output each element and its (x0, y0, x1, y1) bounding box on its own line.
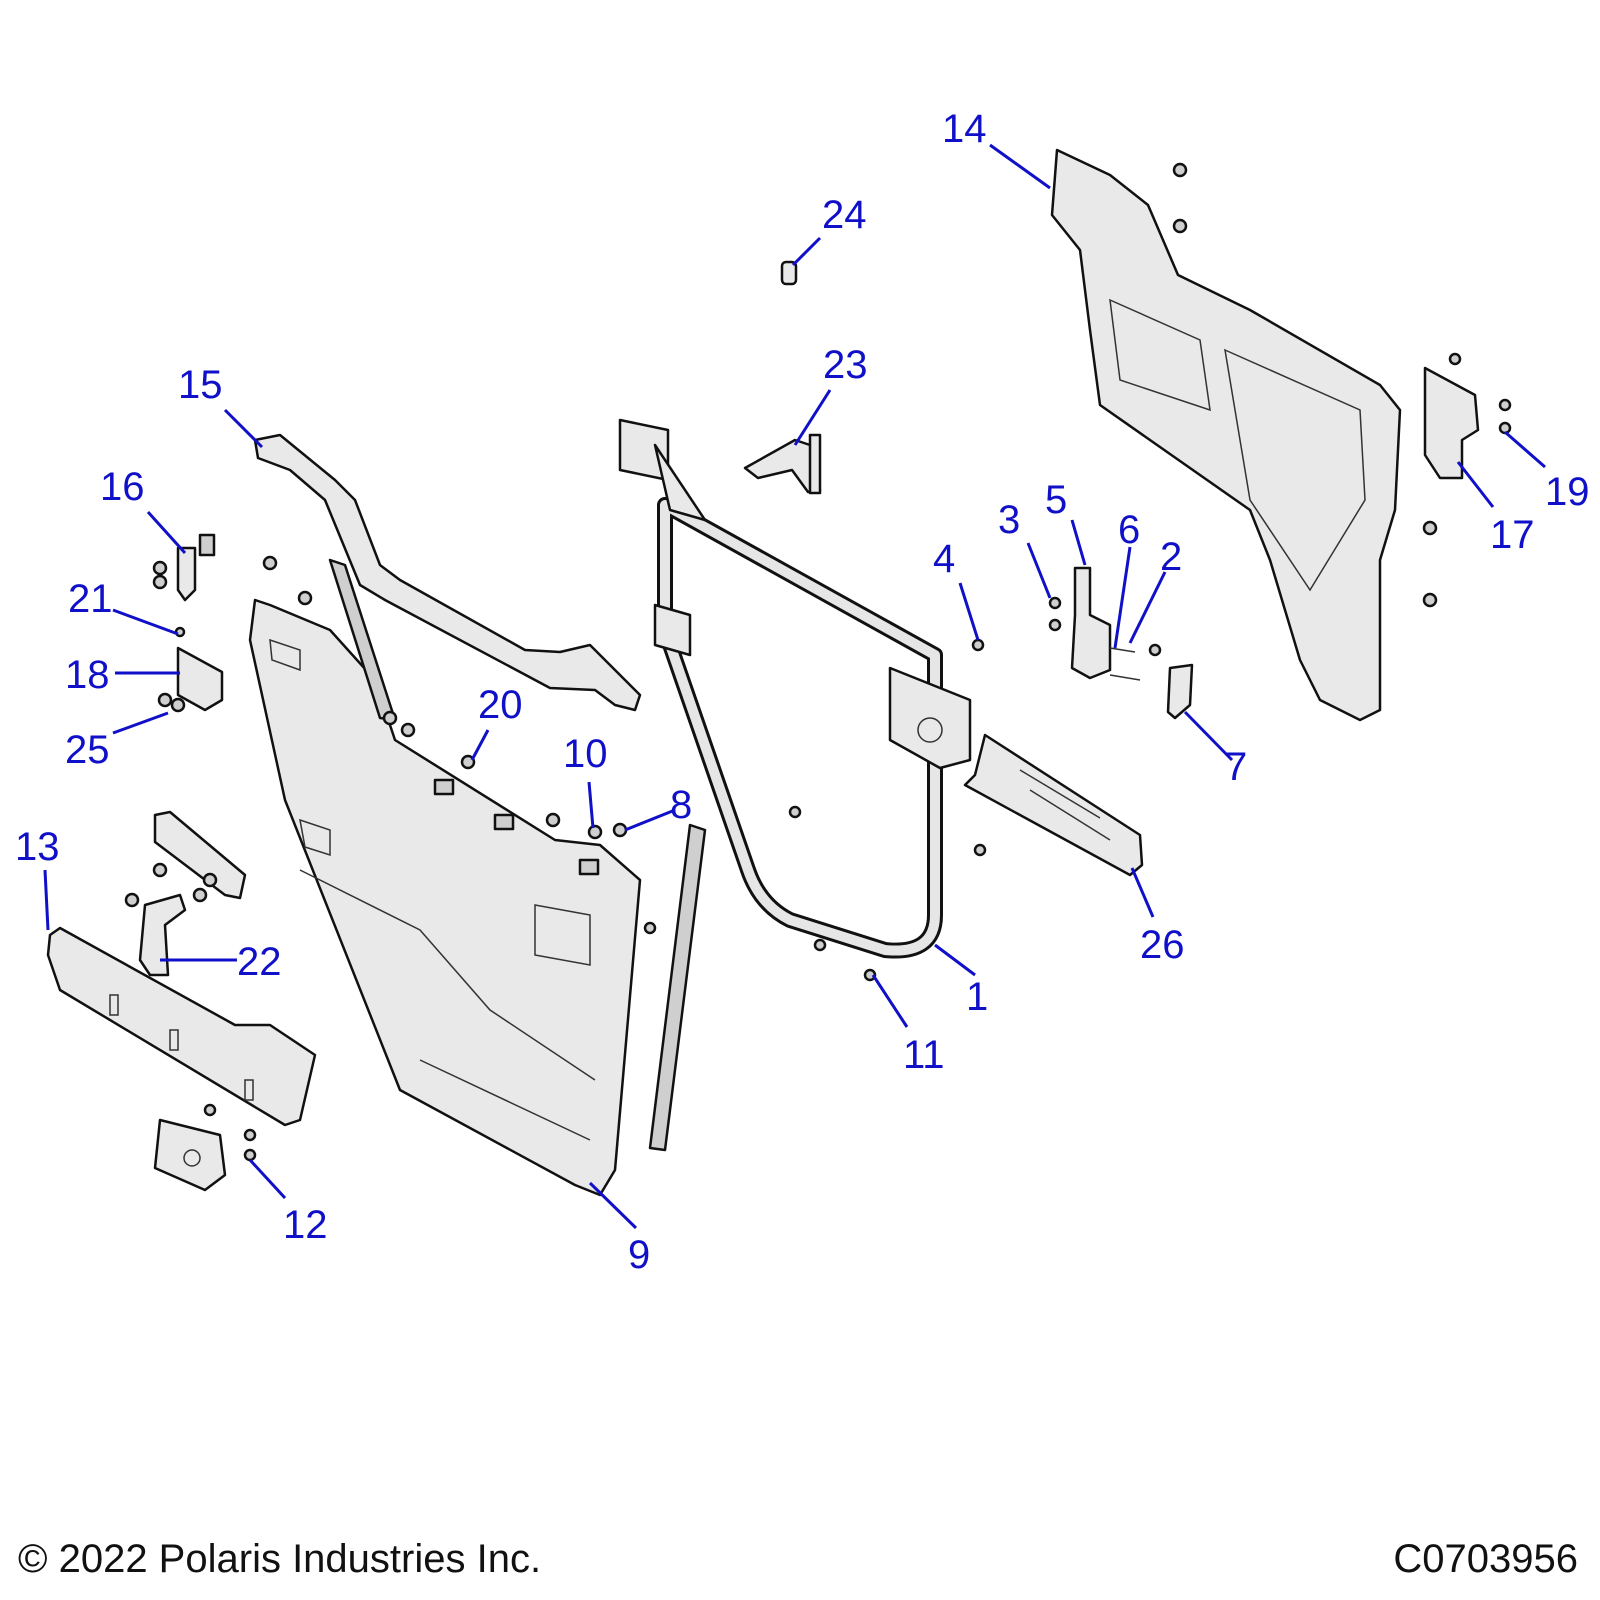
leader-11 (871, 974, 909, 1028)
callout-9: 9 (628, 1233, 650, 1277)
rear-door-panel (1050, 148, 1438, 722)
callout-16: 16 (100, 465, 145, 509)
leader-24 (791, 236, 822, 267)
callout-3: 3 (998, 498, 1020, 542)
callout-22: 22 (237, 940, 282, 984)
callout-24: 24 (822, 193, 867, 237)
leader-15 (223, 408, 264, 449)
leader-4 (958, 582, 980, 641)
leader-6 (1113, 546, 1132, 649)
leader-8 (624, 808, 676, 832)
callout-6: 6 (1118, 508, 1140, 552)
door-latch-handle (153, 1118, 227, 1192)
leader-23 (793, 389, 832, 446)
fasteners (203, 555, 657, 1162)
leader-7 (1183, 710, 1234, 762)
leader-2 (1128, 571, 1167, 644)
leader-13 (43, 869, 50, 931)
callout-18: 18 (65, 653, 110, 697)
callout-23: 23 (823, 343, 868, 387)
callout-4: 4 (933, 537, 955, 581)
callout-13: 13 (15, 825, 60, 869)
callout-14: 14 (942, 107, 987, 151)
callout-25: 25 (65, 728, 110, 772)
leader-21 (112, 608, 179, 636)
leader-14 (989, 143, 1051, 190)
callout-12: 12 (283, 1203, 328, 1247)
leader-12 (248, 1158, 287, 1200)
leader-3 (1026, 542, 1052, 599)
callout-11: 11 (903, 1033, 945, 1077)
main-door-panel (248, 558, 642, 1197)
callout-26: 26 (1140, 923, 1185, 967)
callouts: 1 2 3 4 5 6 7 8 9 10 11 12 13 14 15 16 1… (15, 107, 1590, 1277)
figure-id: C0703956 (1393, 1537, 1578, 1581)
leader-16 (146, 510, 187, 555)
door-seal-strip (648, 823, 707, 1152)
latch-bracket (743, 433, 822, 495)
hinge-set-left (152, 533, 224, 713)
callout-5: 5 (1045, 478, 1067, 522)
callout-10: 10 (563, 732, 608, 776)
leader-1 (934, 943, 976, 977)
callout-8: 8 (670, 783, 692, 827)
callout-15: 15 (178, 363, 223, 407)
leader-19 (1504, 430, 1546, 469)
callout-7: 7 (1225, 745, 1247, 789)
callout-1: 1 (966, 975, 988, 1019)
leader-26 (1130, 867, 1155, 918)
leader-17 (1456, 461, 1495, 508)
upper-door-beam (253, 433, 642, 712)
leader-5 (1070, 519, 1087, 566)
leader-20 (470, 729, 490, 761)
door-frame (618, 418, 987, 982)
callout-2: 2 (1160, 535, 1182, 579)
lower-door-trim (46, 926, 317, 1127)
callout-21: 21 (68, 577, 113, 621)
door-nameplate (963, 733, 1144, 877)
leader-10 (587, 781, 595, 829)
grab-handle (124, 810, 247, 977)
hinge-bracket-right (1423, 352, 1512, 480)
callout-19: 19 (1545, 470, 1590, 514)
leader-9 (588, 1181, 638, 1230)
callout-17: 17 (1490, 513, 1535, 557)
clip (780, 260, 798, 286)
copyright-notice: © 2022 Polaris Industries Inc. (18, 1537, 542, 1581)
callout-20: 20 (478, 683, 523, 727)
leader-25 (112, 711, 169, 735)
latch-hardware (1048, 566, 1194, 720)
